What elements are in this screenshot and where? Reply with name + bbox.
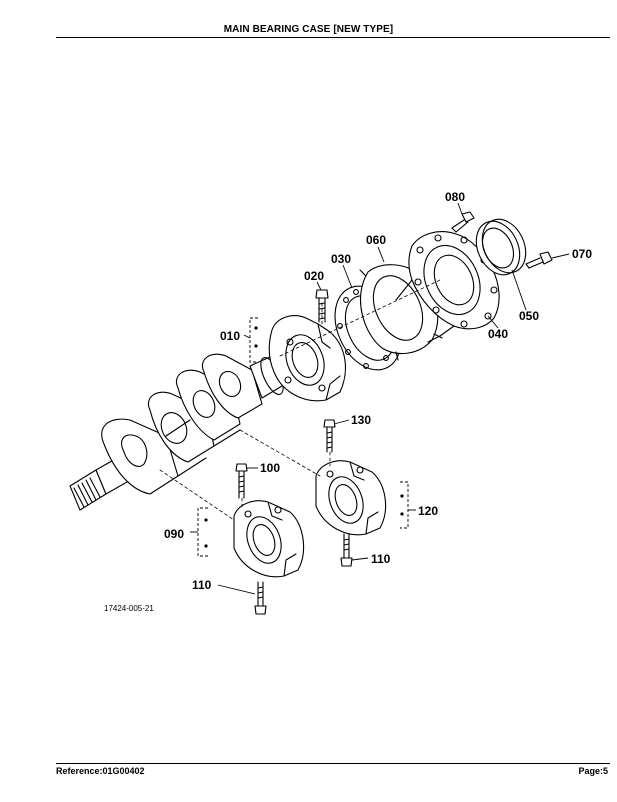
callout-060: 060 <box>366 233 386 247</box>
bolt-100-drawing <box>235 463 248 499</box>
bracket-010 <box>249 317 258 363</box>
crankshaft-drawing <box>69 353 285 511</box>
callout-110-right: 110 <box>371 552 391 566</box>
housing-040-drawing <box>395 231 500 343</box>
bolt-080-drawing <box>451 211 475 233</box>
callout-080: 080 <box>445 190 465 204</box>
bracket-010-dots <box>254 326 258 348</box>
page-number: Page:5 <box>578 766 608 776</box>
bolt-110-right-drawing <box>340 533 353 567</box>
oil-seal-050-drawing <box>475 218 527 276</box>
bracket-090 <box>197 507 208 557</box>
footer-rule <box>56 763 610 764</box>
reference-label: Reference:01G00402 <box>56 766 145 776</box>
bracket-120-dots <box>400 494 404 516</box>
page-title: MAIN BEARING CASE [NEW TYPE] <box>223 24 394 35</box>
callout-020: 020 <box>304 269 324 283</box>
alignment-lines <box>159 279 441 521</box>
header-rule <box>56 37 610 38</box>
callout-120: 120 <box>418 504 438 518</box>
bearing-case-120-drawing <box>315 460 387 536</box>
bolt-110-left-drawing <box>254 581 267 615</box>
bolt-130-drawing <box>323 419 336 453</box>
bearing-case-upper-drawing <box>268 315 346 402</box>
bracket-090-dots <box>204 518 208 548</box>
callout-100: 100 <box>260 461 280 475</box>
callout-010: 010 <box>220 329 240 343</box>
bracket-120 <box>400 481 409 529</box>
callout-090: 090 <box>164 527 184 541</box>
callout-050: 050 <box>519 309 539 323</box>
callout-110-left: 110 <box>192 578 212 592</box>
callout-040: 040 <box>488 327 508 341</box>
drawing-code: 17424-005-21 <box>104 604 154 613</box>
callout-030: 030 <box>331 252 351 266</box>
leader-lines <box>190 202 570 595</box>
bolt-070-drawing <box>525 251 553 269</box>
bearing-case-090-drawing <box>233 500 305 578</box>
callout-130: 130 <box>351 413 371 427</box>
callout-070: 070 <box>572 247 592 261</box>
